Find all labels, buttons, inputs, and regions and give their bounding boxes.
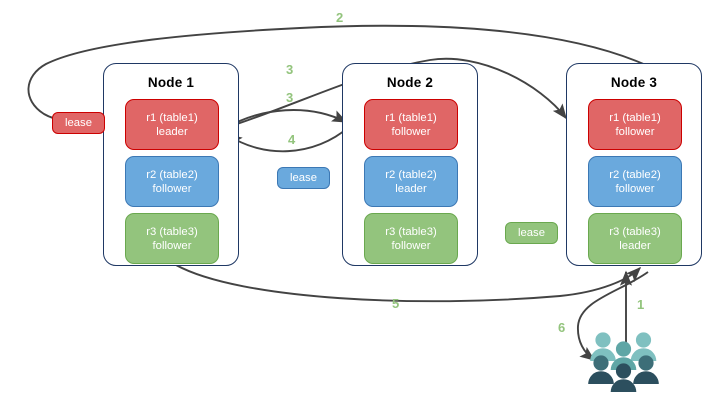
node-box-2[interactable]: Node 2 r1 (table1) follower r2 (table2) … <box>342 63 478 266</box>
lease-label: lease <box>64 117 92 129</box>
edge-step-6 <box>577 271 649 361</box>
node-title: Node 3 <box>610 75 658 90</box>
replica-role: leader <box>619 239 651 252</box>
replica-r3[interactable]: r3 (table3) follower <box>364 213 458 264</box>
replica-name: r2 (table2) <box>385 168 437 181</box>
step-label-6: 6 <box>558 320 566 335</box>
step-label-2: 2 <box>336 10 344 25</box>
replica-role: follower <box>615 125 655 138</box>
replica-name: r1 (table1) <box>385 111 437 124</box>
node-title: Node 1 <box>147 75 195 90</box>
replica-name: r3 (table3) <box>385 225 437 238</box>
step-label-4: 4 <box>288 132 296 147</box>
replica-role: follower <box>391 239 431 252</box>
step-label-1: 1 <box>637 297 645 312</box>
replica-role: leader <box>395 182 427 195</box>
replica-r3[interactable]: r3 (table3) leader <box>588 213 682 264</box>
lease-label: lease <box>289 172 317 184</box>
replica-name: r1 (table1) <box>146 111 198 124</box>
replica-name: r3 (table3) <box>146 225 198 238</box>
replica-r3[interactable]: r3 (table3) follower <box>125 213 219 264</box>
replica-name: r1 (table1) <box>609 111 661 124</box>
node-title: Node 2 <box>386 75 434 90</box>
edge-step-3-upper <box>221 57 567 130</box>
replica-name: r2 (table2) <box>146 168 198 181</box>
replica-r1[interactable]: r1 (table1) follower <box>364 99 458 150</box>
node-box-1[interactable]: Node 1 r1 (table1) leader r2 (table2) fo… <box>103 63 239 266</box>
lease-badge-r1[interactable]: lease <box>52 112 105 134</box>
lease-badge-r3[interactable]: lease <box>505 222 558 244</box>
replica-r2[interactable]: r2 (table2) follower <box>588 156 682 207</box>
replica-r1[interactable]: r1 (table1) follower <box>588 99 682 150</box>
lease-label: lease <box>517 227 545 239</box>
replica-role: follower <box>615 182 655 195</box>
step-label-3-upper: 3 <box>286 62 294 77</box>
step-label-3-lower: 3 <box>286 90 294 105</box>
replica-name: r3 (table3) <box>609 225 661 238</box>
replica-r1[interactable]: r1 (table1) leader <box>125 99 219 150</box>
edge-step-4 <box>226 125 351 153</box>
replica-role: leader <box>156 125 188 138</box>
users-group-icon <box>588 332 659 392</box>
replica-name: r2 (table2) <box>609 168 661 181</box>
node-box-3[interactable]: Node 3 r1 (table1) follower r2 (table2) … <box>566 63 702 266</box>
step-label-5: 5 <box>392 296 400 311</box>
lease-badge-r2[interactable]: lease <box>277 167 330 189</box>
replica-r2[interactable]: r2 (table2) leader <box>364 156 458 207</box>
edge-step-3-lower <box>221 109 348 131</box>
replica-role: follower <box>152 182 192 195</box>
replica-role: follower <box>152 239 192 252</box>
edge-step-5 <box>175 264 642 303</box>
edge-step-2 <box>27 24 649 129</box>
replica-role: follower <box>391 125 431 138</box>
replica-r2[interactable]: r2 (table2) follower <box>125 156 219 207</box>
